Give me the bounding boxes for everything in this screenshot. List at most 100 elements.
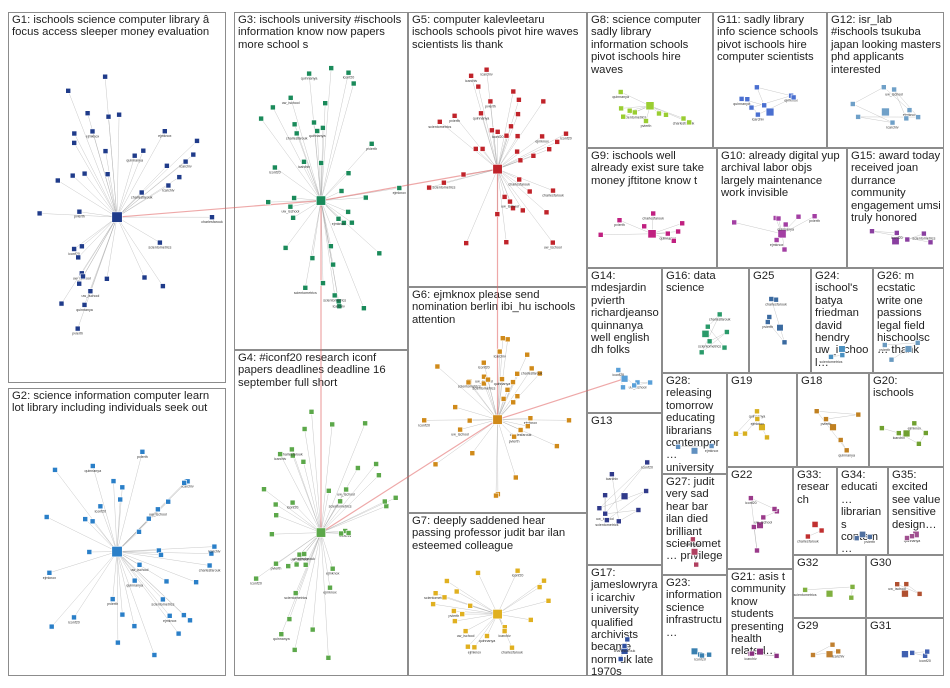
node-g6-27 [421,417,428,424]
node-g2-6 [46,569,53,576]
edge-g13-6 [605,462,648,514]
node-hub-g20 [902,429,911,438]
edge-g12-1 [883,87,910,111]
node-label-g11-6: icarchiv [752,118,764,122]
group-caption-g30: G30 [870,557,892,569]
node-g17-2 [624,636,631,643]
node-g13-0 [609,471,615,478]
node-label-g2-9: icarchiv [182,484,194,488]
edge-g4-14 [263,489,322,533]
node-g5-21 [539,133,545,140]
node-g6-19 [465,379,472,386]
node-g3-33 [287,95,294,101]
node-g1-22 [54,177,61,184]
node-g11-6 [755,111,761,118]
node-hub-g10 [777,229,787,239]
node-g3-24 [306,70,312,77]
node-g13-9 [604,517,610,523]
edge-g15-2 [871,230,931,243]
edge-g3-19 [320,200,380,254]
node-g4-29 [355,465,361,471]
node-g5-17 [514,148,520,155]
node-label-g4-24: ejmknox [323,591,337,595]
node-g4-0 [329,565,336,572]
node-g5-22 [515,111,521,117]
node-g14-4 [620,384,626,391]
node-g1-33 [162,128,168,134]
edge-g22-5 [753,526,758,551]
node-g6-12 [511,433,517,440]
node-g5-37 [543,209,550,216]
node-g6-2 [504,336,511,343]
node-g13-4 [602,492,608,499]
node-g10-0 [811,213,818,219]
node-g4-17 [362,420,368,427]
node-g1-21 [157,239,163,246]
node-g6-4 [504,386,511,393]
node-label-g22-0: uw_ischool [754,520,772,524]
node-g5-27 [549,239,556,246]
node-label-g1-24: charlesfarouk [131,196,153,200]
node-hub-g24 [838,345,846,353]
edge-g16-1 [709,331,728,342]
node-label-g13-9: scientometrics [595,523,618,527]
node-g19-0 [754,408,760,415]
group-panel-g8: G8: science computer sadly library infor… [587,12,713,148]
node-label-g16-3: charlesfarouk [709,317,731,321]
edge-g11-3 [756,87,792,96]
node-label-g14-3: iconf20 [613,373,625,377]
node-g25-2 [781,339,788,346]
node-label-g5-21: ejmknox [535,139,549,143]
node-g22-4 [754,547,760,554]
edge-g7-1 [497,613,531,621]
node-g20-0 [911,420,918,427]
node-g2-24 [109,596,116,602]
node-g5-23 [540,98,547,105]
edge-g2-29 [116,551,191,621]
node-g3-21 [368,141,375,147]
node-g33-1 [818,527,825,534]
node-g1-19 [176,174,183,180]
node-g6-25 [493,492,499,499]
node-label-g29-0: icarchiv [832,654,844,658]
node-g7-4 [444,578,450,584]
node-g9-4 [679,220,686,227]
node-g4-2 [272,501,279,508]
edge-g2-6 [49,551,118,574]
node-g12-5 [915,114,921,120]
node-g9-6 [664,230,671,237]
node-g5-13 [503,239,510,245]
group-caption-g5: G5: computer kalevleetaru ischools schoo… [412,14,579,51]
node-g2-39 [71,614,77,621]
node-g5-1 [510,205,516,211]
node-label-g6-12: pvierth [509,440,520,444]
edge-g16-5 [707,326,725,348]
node-g3-8 [328,65,335,71]
group-caption-g9: G9: ischools well already exist sure tak… [591,150,705,187]
group-caption-g1: G1: ischools science computer library â … [12,14,210,39]
node-hub-g18 [829,423,837,431]
node-g1-28 [75,254,81,261]
node-g9-1 [597,232,604,238]
group-caption-g3: G3: ischools university #ischools inform… [238,14,402,51]
edge-g6-30 [483,383,498,420]
node-g27-1 [693,561,700,568]
node-label-g3-0: quinnanya [309,134,326,138]
group-caption-g18: G18 [801,375,823,387]
edge-g5-25 [497,135,518,170]
node-g4-35 [286,616,293,622]
node-g1-0 [209,214,215,220]
node-g2-36 [155,506,161,513]
node-g15-2 [927,239,934,246]
edge-g4-13 [271,532,322,535]
node-g1-3 [74,325,81,332]
node-g7-7 [452,618,458,624]
node-g6-29 [499,335,506,342]
node-g5-20 [503,132,510,139]
node-g4-38 [345,530,352,536]
node-g4-7 [325,654,332,661]
node-g8-1 [656,110,662,117]
edge-g5-9 [439,121,498,170]
edge-g2-22 [116,551,155,656]
node-g6-9 [517,427,524,433]
